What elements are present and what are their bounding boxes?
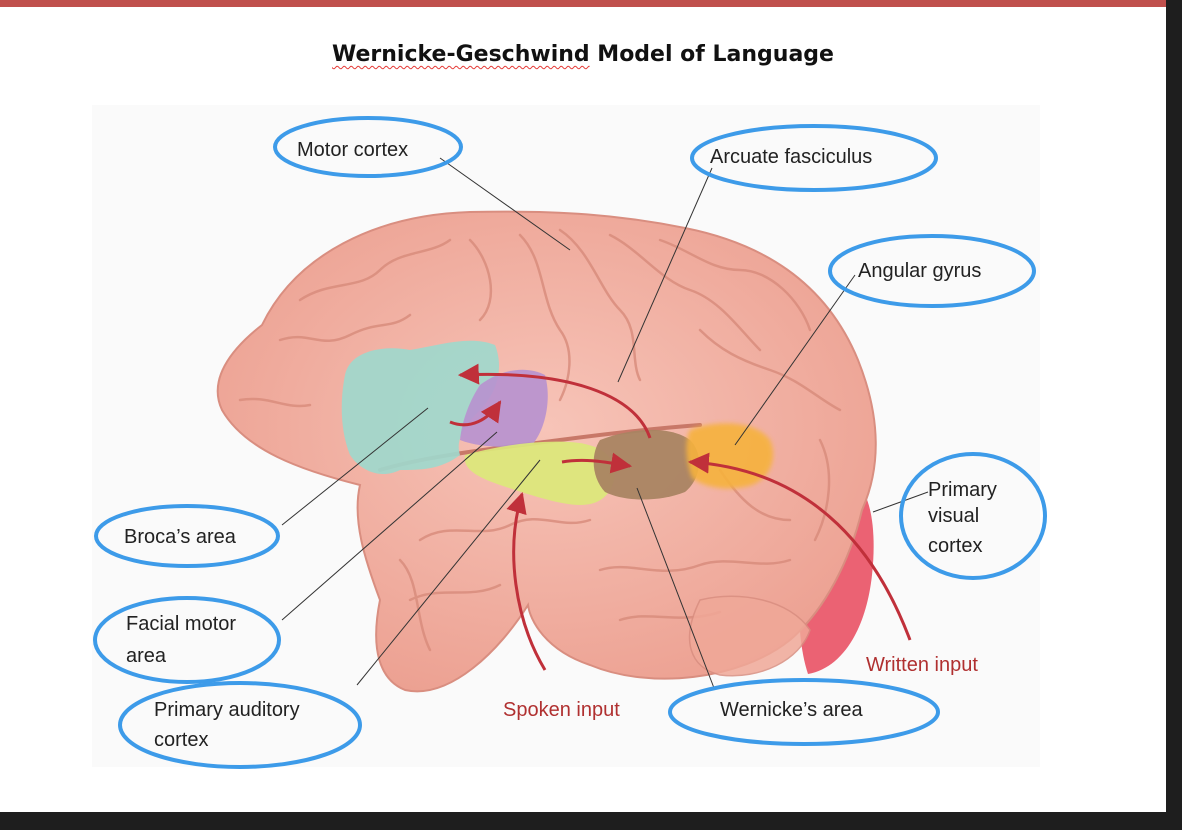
window-top-accent-bar xyxy=(0,0,1182,7)
title-rest: Model of Language xyxy=(589,42,834,67)
label-brocas-area: Broca’s area xyxy=(124,526,237,548)
title-spellcheck-word: Wernicke-Geschwind xyxy=(332,42,590,67)
label-angular-gyrus: Angular gyrus xyxy=(858,260,981,282)
wernickes-area-region xyxy=(593,429,700,500)
label-motor-cortex: Motor cortex xyxy=(297,139,408,161)
label-wernickes-area: Wernicke’s area xyxy=(720,699,864,721)
facial-motor-area-region xyxy=(460,369,548,447)
brocas-area-circle xyxy=(94,504,280,568)
window-bottom-bar xyxy=(0,812,1182,830)
label-primary-visual-cortex-line3: cortex xyxy=(928,535,982,557)
facial-motor-area-circle xyxy=(93,596,281,684)
label-primary-visual-cortex-line1: Primary xyxy=(928,479,997,501)
primary-auditory-cortex-circle xyxy=(118,681,362,769)
cerebellum xyxy=(688,595,811,677)
label-arcuate-fasciculus: Arcuate fasciculus xyxy=(710,146,872,168)
label-spoken-input: Spoken input xyxy=(503,699,620,721)
label-facial-motor-area-line2: area xyxy=(126,645,167,667)
label-primary-auditory-cortex-line1: Primary auditory xyxy=(154,699,300,721)
label-written-input: Written input xyxy=(866,654,978,676)
arrow-broca-to-facial-motor xyxy=(449,400,502,427)
arcuate-fasciculus-circle xyxy=(690,124,938,192)
brain-diagram: Motor cortex Arcuate fasciculus Angular … xyxy=(93,116,1047,769)
label-primary-visual-cortex-line2: visual xyxy=(928,505,979,527)
label-facial-motor-area-line1: Facial motor xyxy=(126,613,236,635)
primary-visual-cortex-circle xyxy=(899,452,1047,580)
arrow-written-input xyxy=(687,452,912,641)
arrow-spoken-input xyxy=(506,491,547,671)
slide-title: Wernicke-Geschwind Model of Language xyxy=(0,42,1166,67)
wernickes-area-circle xyxy=(668,678,940,746)
language-pathway-arrows xyxy=(449,363,912,671)
window-right-edge xyxy=(1166,0,1182,830)
motor-cortex-circle xyxy=(273,116,463,178)
arrow-wernicke-to-broca xyxy=(457,363,652,439)
angular-gyrus-region xyxy=(686,423,774,489)
annotation-circles xyxy=(93,116,1047,769)
primary-auditory-region xyxy=(464,441,615,505)
arrow-auditory-to-wernicke xyxy=(561,452,633,474)
label-leader-lines xyxy=(281,157,929,689)
label-primary-auditory-cortex-line2: cortex xyxy=(154,729,208,751)
angular-gyrus-circle xyxy=(828,234,1036,308)
